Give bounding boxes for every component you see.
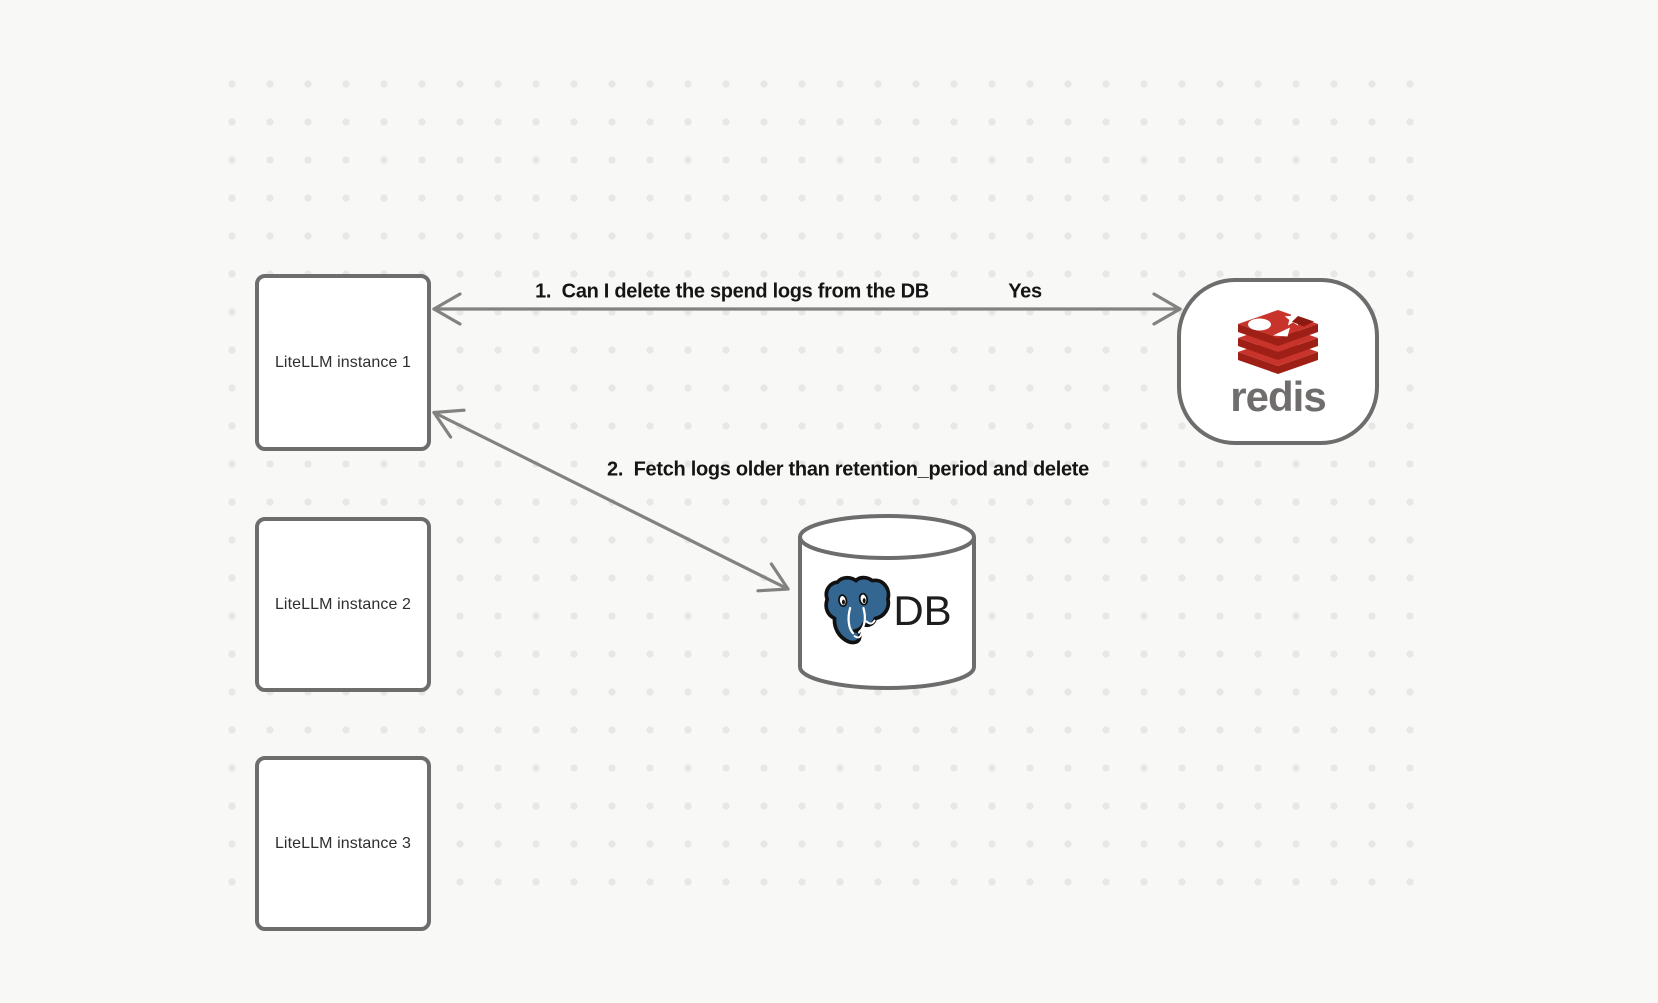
node-label: LiteLLM instance 1 [274,353,412,371]
edge-2-label: 2. Fetch logs older than retention_perio… [607,458,1089,481]
arrowhead-lower-icon [756,562,790,593]
node-label: LiteLLM instance 3 [274,834,412,852]
edge-litellm1-db[interactable] [432,408,790,593]
edge-litellm1-redis[interactable] [432,292,1182,326]
node-label: LiteLLM instance 2 [274,595,412,613]
redis-wordmark-label: redis [1230,373,1326,420]
node-litellm-instance-1[interactable]: LiteLLM instance 1 [255,274,431,451]
edge-line [432,410,790,591]
node-database[interactable]: DB [796,514,978,692]
postgresql-elephant-icon [824,575,891,645]
node-litellm-instance-2[interactable]: LiteLLM instance 2 [255,517,431,692]
edge-1-response-label: Yes [1008,280,1042,303]
arrowhead-right-icon [1152,292,1182,326]
node-litellm-instance-3[interactable]: LiteLLM instance 3 [255,756,431,931]
arrowhead-left-icon [432,292,462,326]
node-redis[interactable]: redis [1177,278,1379,445]
edge-1-label: 1. Can I delete the spend logs from the … [535,280,929,303]
arrowhead-upper-icon [432,408,466,439]
redis-stack-logo-icon [1238,310,1318,374]
database-label: DB [893,587,952,634]
